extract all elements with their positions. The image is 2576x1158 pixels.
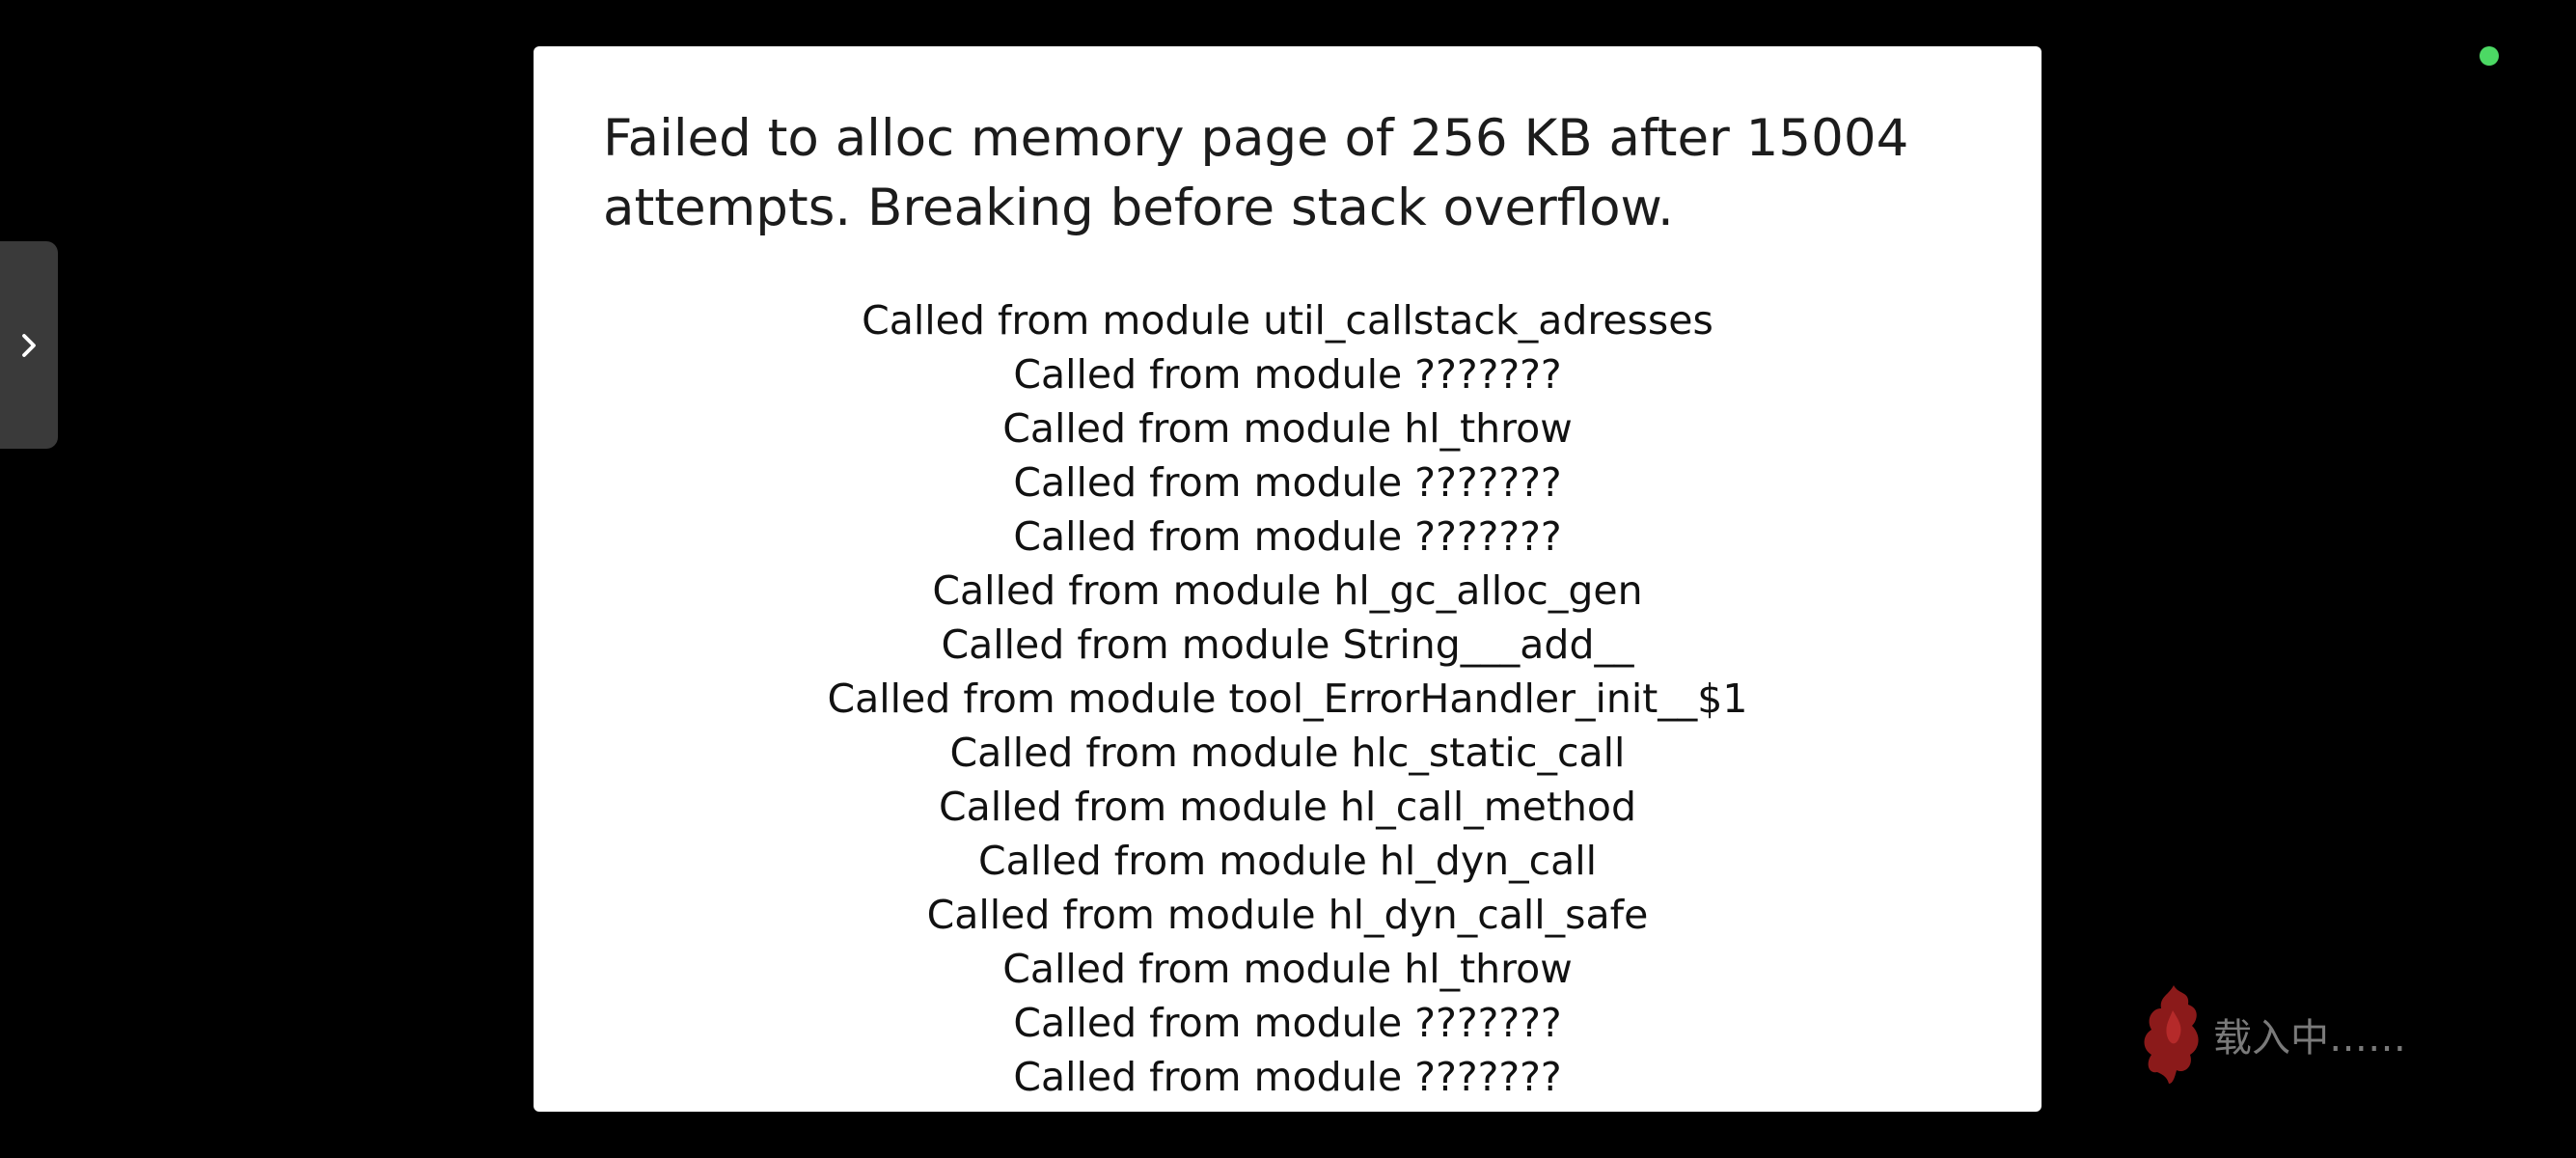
stack-trace-line: Called from module String___add__ <box>941 621 1634 668</box>
error-dialog: Failed to alloc memory page of 256 KB af… <box>534 46 2042 1112</box>
stack-trace-line: Called from module hlc_static_call <box>949 730 1626 776</box>
loading-indicator: 载入中…… <box>2140 977 2429 1092</box>
stack-trace-line: Called from module ??????? <box>1013 351 1562 398</box>
red-flame-logo-icon <box>2144 985 2199 1084</box>
stack-trace-line: Called from module ??????? <box>1013 459 1562 506</box>
stack-trace-line: Called from module hl_throw <box>1002 946 1573 992</box>
stack-trace-list: Called from module util_callstack_adress… <box>603 293 1972 1104</box>
stack-trace-line: Called from module hl_gc_alloc_gen <box>932 567 1643 614</box>
stack-trace-line: Called from module ??????? <box>1013 513 1562 560</box>
stack-trace-line: Called from module hl_dyn_call_safe <box>926 892 1649 938</box>
stack-trace-line: Called from module hl_call_method <box>938 784 1637 830</box>
stack-trace-line: Called from module ??????? <box>1013 1000 1562 1046</box>
stack-trace-line: Called from module hl_throw <box>1002 405 1573 452</box>
stack-trace-line: Called from module tool_ErrorHandler_ini… <box>827 676 1748 722</box>
error-message-title: Failed to alloc memory page of 256 KB af… <box>603 109 1909 237</box>
stack-trace-line: Called from module ??????? <box>1013 1054 1562 1100</box>
side-panel-toggle[interactable] <box>0 241 58 449</box>
stack-trace-line: Called from module util_callstack_adress… <box>862 297 1713 344</box>
loading-text: 载入中…… <box>2213 1016 2406 1061</box>
stack-trace-line: Called from module hl_dyn_call <box>977 838 1598 884</box>
status-indicator-dot <box>2480 46 2499 66</box>
chevron-right-icon <box>22 333 36 357</box>
